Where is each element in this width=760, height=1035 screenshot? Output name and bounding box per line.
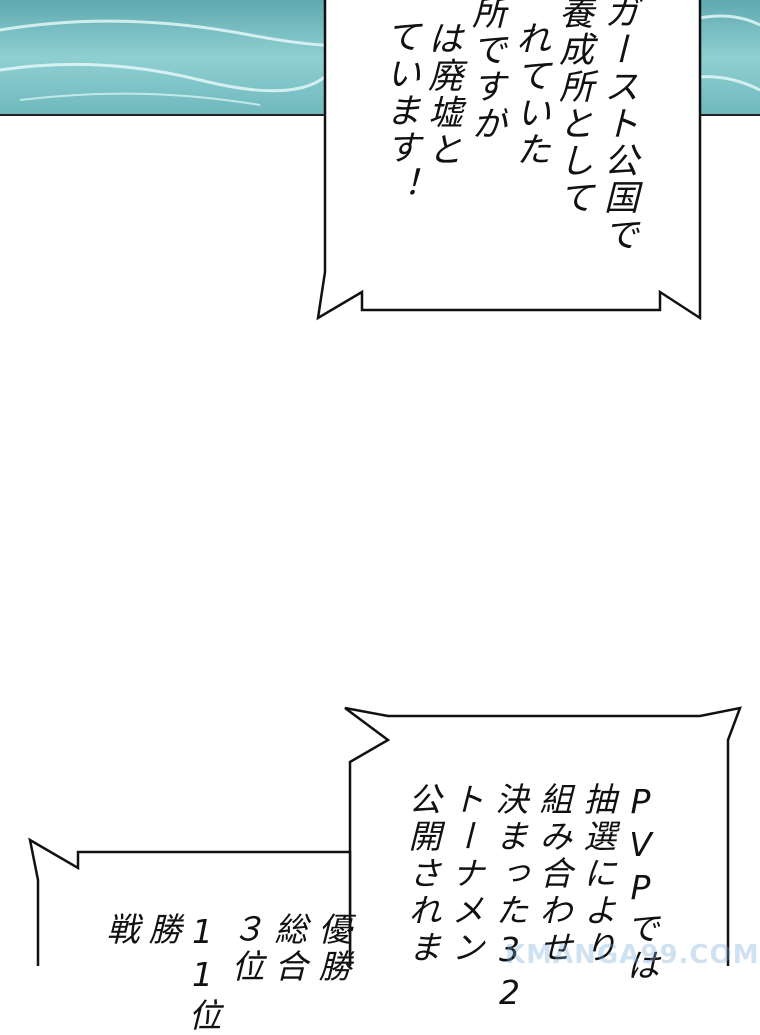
speech-bubble-top	[316, 0, 702, 321]
text-column: は廃墟と	[422, 20, 462, 168]
text-column: 決まった32	[490, 782, 529, 1016]
text-column: ガースト公国で	[598, 0, 638, 253]
text-column: 総合	[269, 912, 308, 986]
text-column: 養成所として	[553, 0, 593, 216]
text-column: 公開されま	[403, 782, 442, 967]
speech-bubble-left	[28, 837, 352, 966]
text-column: 組み合わせ	[534, 782, 573, 967]
text-column: 戦	[101, 912, 140, 949]
comic-panel-art	[0, 0, 760, 966]
text-column: トーナメン	[446, 782, 485, 967]
text-column: ３位	[226, 912, 265, 986]
text-column: 勝	[143, 912, 182, 949]
text-column: 優勝	[313, 912, 352, 986]
text-column: れていた	[510, 20, 550, 168]
text-column: 11位	[183, 912, 222, 1035]
watermark: KMANGA99.COM	[505, 940, 760, 970]
text-column: PVPでは	[621, 782, 660, 985]
text-column: 所ですが	[466, 0, 506, 142]
text-column: ています！	[380, 18, 420, 203]
text-column: 抽選により	[578, 782, 617, 967]
